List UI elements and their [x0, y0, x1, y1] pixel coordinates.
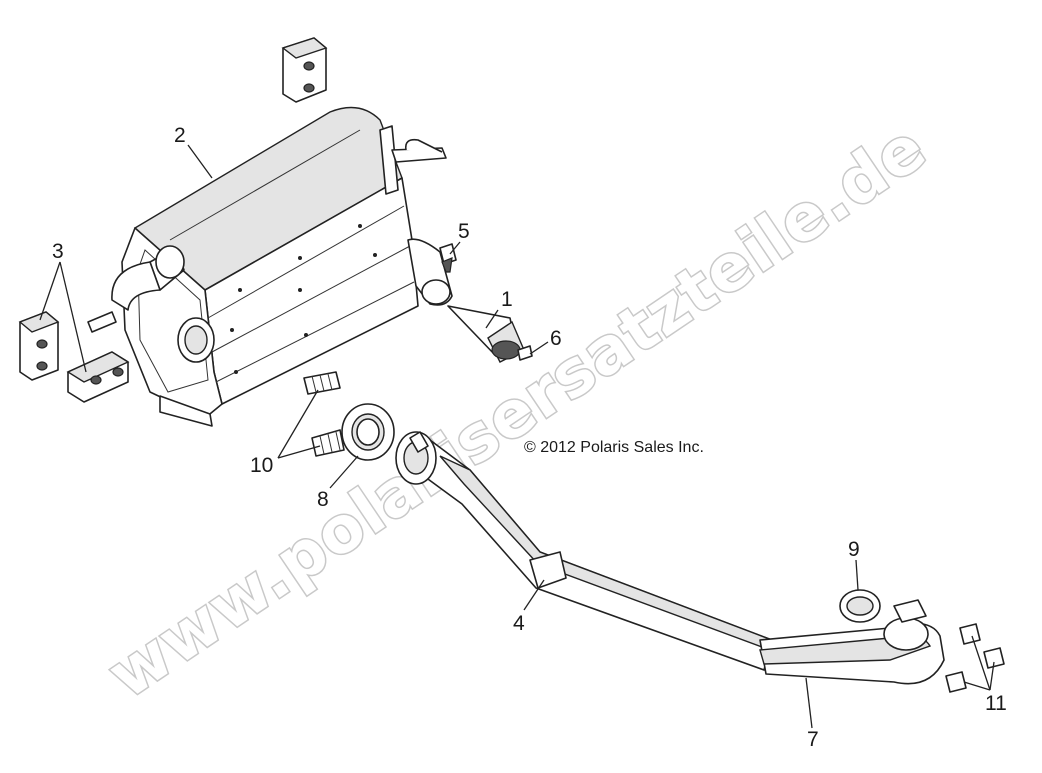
gasket-ring[interactable] [839, 589, 881, 623]
exhaust-spring-upper[interactable] [303, 371, 341, 395]
callout-4: 4 [513, 612, 525, 635]
muffler[interactable] [87, 106, 453, 427]
exhaust-spring-lower[interactable] [311, 429, 345, 457]
flange-bolt-bottom[interactable] [945, 671, 967, 693]
rubber-isolator-mount-top[interactable] [281, 37, 328, 103]
callout-10: 10 [250, 454, 273, 477]
exhaust-seal[interactable] [341, 403, 395, 461]
callout-11: 11 [985, 692, 1007, 715]
callout-3: 3 [52, 240, 64, 263]
spark-arrestor[interactable] [447, 305, 525, 363]
rubber-isolator-mount-lower[interactable] [66, 351, 130, 403]
copyright-notice: © 2012 Polaris Sales Inc. [524, 439, 704, 456]
flange-bolt-top[interactable] [959, 623, 981, 645]
callout-9: 9 [848, 538, 860, 561]
callout-1: 1 [501, 288, 513, 311]
leader-lines [39, 144, 995, 729]
head-pipe[interactable] [759, 599, 945, 685]
callout-8: 8 [317, 488, 329, 511]
callout-6: 6 [550, 327, 562, 350]
callout-5: 5 [458, 220, 470, 243]
bolt-5[interactable] [439, 243, 457, 273]
screw-6[interactable] [517, 345, 533, 361]
callout-2: 2 [174, 124, 186, 147]
callout-7: 7 [807, 728, 819, 751]
rubber-isolator-mount-left[interactable] [18, 311, 60, 381]
flange-bolt-mid[interactable] [983, 647, 1005, 669]
exhaust-pipe[interactable] [395, 431, 773, 671]
